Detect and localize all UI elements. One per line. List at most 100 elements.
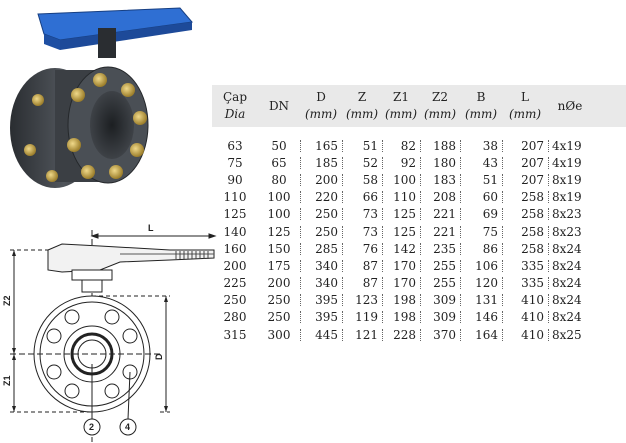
cell-bolt-holes: 8x19 [548, 173, 592, 187]
flange-bolts [24, 73, 147, 182]
blue-handle [37, 7, 193, 58]
cell-dn: 125 [267, 224, 291, 239]
cell-bolt-holes: 8x24 [548, 310, 592, 324]
spec-table: Çap Dia DN D (mm) Z (mm) Z1 (mm) Z2 (mm)… [212, 85, 626, 343]
cell-b: 146 [460, 310, 502, 324]
cell-b: 106 [460, 259, 502, 273]
cell-dia: 125 [223, 207, 247, 222]
dim-label-z2: Z2 [2, 295, 12, 306]
header-l-unit: (mm) [508, 107, 542, 121]
cell-z: 119 [342, 310, 382, 324]
cell-b: 60 [460, 190, 502, 204]
header-b: B (mm) [460, 85, 502, 127]
cell-bolt-holes: 8x24 [548, 242, 592, 256]
header-z2-label: Z2 [432, 90, 448, 104]
cell-z2: 221 [420, 225, 460, 239]
cell-z1: 228 [382, 328, 420, 342]
cell-z: 76 [342, 242, 382, 256]
cell-dia: 63 [227, 138, 243, 153]
cell-d: 250 [300, 225, 342, 239]
cell-dia: 75 [227, 155, 243, 170]
header-d-unit: (mm) [304, 107, 338, 121]
cell-dia: 140 [223, 224, 247, 239]
header-d: D (mm) [300, 85, 342, 127]
callout-label-2: 2 [89, 422, 94, 432]
cell-z1: 110 [382, 190, 420, 204]
cell-z2: 208 [420, 190, 460, 204]
cell-z1: 125 [382, 207, 420, 221]
cell-dn: 175 [267, 258, 291, 273]
cell-z2: 188 [420, 139, 460, 153]
cell-d: 395 [300, 293, 342, 307]
cell-dia: 280 [223, 310, 247, 325]
cell-d: 250 [300, 207, 342, 221]
cell-b: 38 [460, 139, 502, 153]
cell-z2: 180 [420, 156, 460, 170]
cell-z: 123 [342, 293, 382, 307]
dim-label-d: D [154, 353, 164, 360]
header-dia-sub: Dia [224, 107, 246, 121]
cell-l: 258 [502, 242, 548, 256]
header-l: L (mm) [502, 85, 548, 127]
cell-bolt-holes: 8x23 [548, 225, 592, 239]
cell-l: 410 [502, 293, 548, 307]
cell-z: 52 [342, 156, 382, 170]
cell-z1: 170 [382, 259, 420, 273]
cell-bolt-holes: 4x19 [548, 139, 592, 153]
header-z2-unit: (mm) [423, 107, 457, 121]
header-l-label: L [521, 90, 529, 104]
header-z: Z (mm) [342, 85, 382, 127]
cell-z2: 255 [420, 276, 460, 290]
cell-dn: 100 [267, 207, 291, 222]
cell-z2: 309 [420, 293, 460, 307]
cell-d: 165 [300, 139, 342, 153]
header-dia-label: Çap [222, 90, 248, 104]
cell-l: 207 [502, 156, 548, 170]
header-z1-unit: (mm) [384, 107, 418, 121]
cell-l: 258 [502, 225, 548, 239]
cell-dn: 100 [267, 190, 291, 205]
cell-z1: 198 [382, 293, 420, 307]
cell-l: 258 [502, 207, 548, 221]
cell-z1: 100 [382, 173, 420, 187]
cell-z1: 198 [382, 310, 420, 324]
cell-b: 120 [460, 276, 502, 290]
header-z2: Z2 (mm) [420, 85, 460, 127]
cell-dia: 110 [223, 190, 247, 205]
cell-dn: 300 [267, 327, 291, 342]
cell-z1: 125 [382, 225, 420, 239]
cell-dn: 150 [267, 241, 291, 256]
cell-b: 51 [460, 173, 502, 187]
cell-dia: 200 [223, 258, 247, 273]
cell-l: 335 [502, 259, 548, 273]
cell-z2: 255 [420, 259, 460, 273]
cell-z2: 370 [420, 328, 460, 342]
header-z1-label: Z1 [393, 90, 409, 104]
cell-dn: 250 [267, 293, 291, 308]
header-z-label: Z [357, 90, 367, 104]
cell-z: 121 [342, 328, 382, 342]
header-z-unit: (mm) [345, 107, 379, 121]
valve-technical-drawing: L Z2 Z1 D 2 4 [2, 223, 217, 442]
cell-z1: 170 [382, 276, 420, 290]
cell-l: 258 [502, 190, 548, 204]
cell-z: 66 [342, 190, 382, 204]
callout-circle-4 [119, 418, 137, 436]
cell-z2: 221 [420, 207, 460, 221]
cell-d: 340 [300, 259, 342, 273]
cell-d: 395 [300, 310, 342, 324]
cell-d: 340 [300, 276, 342, 290]
cell-dia: 315 [223, 327, 247, 342]
cell-dn: 65 [271, 155, 287, 170]
cell-l: 207 [502, 139, 548, 153]
valve-product-photo [10, 7, 193, 188]
cell-dia: 160 [223, 241, 247, 256]
cell-bolt-holes: 8x23 [548, 207, 592, 221]
cell-d: 185 [300, 156, 342, 170]
cell-bolt-holes: 8x24 [548, 259, 592, 273]
